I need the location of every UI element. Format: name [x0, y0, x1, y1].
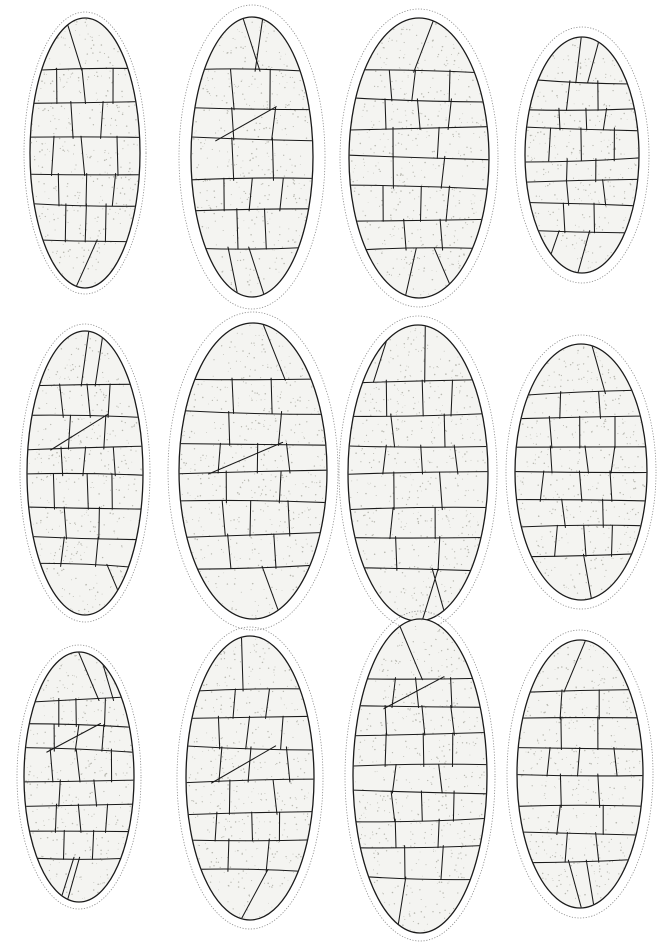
colony-outline [517, 640, 643, 908]
specimen-r1-c2 [179, 5, 325, 309]
colony-outline [348, 325, 488, 621]
specimen-r1-c1 [24, 12, 146, 294]
colony-outline [30, 18, 140, 288]
specimen-r2-c3 [339, 316, 497, 630]
colony-outline [353, 619, 487, 933]
specimen-r1-c4 [515, 27, 649, 283]
colony-outline [27, 331, 143, 615]
specimen-r1-c3 [340, 9, 498, 307]
colony-outline [191, 17, 313, 297]
colony-outline [186, 636, 314, 920]
specimen-r3-c4 [507, 630, 653, 918]
specimen-r3-c2 [177, 627, 323, 929]
specimen-r2-c4 [506, 335, 656, 609]
specimen-r2-c2 [168, 312, 338, 630]
specimen-r3-c3 [345, 611, 495, 941]
specimen-r2-c1 [20, 324, 150, 622]
specimen-r3-c1 [17, 645, 141, 909]
